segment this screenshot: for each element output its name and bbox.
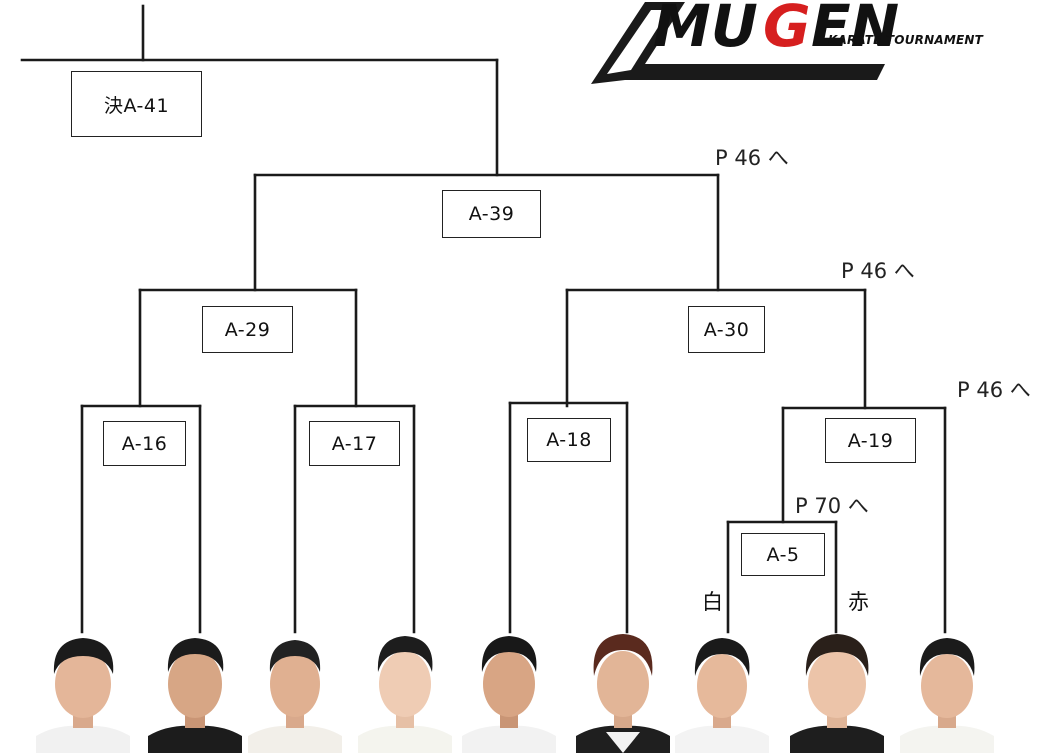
competitor-photo-3 bbox=[248, 640, 342, 753]
competitor-photo-1 bbox=[36, 638, 130, 753]
match-box-a30: A-30 bbox=[688, 306, 765, 353]
match-box-a5: A-5 bbox=[741, 533, 825, 576]
match-box-a39: A-39 bbox=[442, 190, 541, 238]
match-box-a17: A-17 bbox=[309, 421, 400, 466]
match-box-a29: A-29 bbox=[202, 306, 293, 353]
competitor-photo-2 bbox=[148, 638, 242, 753]
competitor-photo-9 bbox=[900, 638, 994, 753]
mugen-logo: MU G EN KARATE TOURNAMENT bbox=[585, 0, 1005, 88]
competitor-photo-5 bbox=[462, 636, 556, 753]
competitor-photo-6 bbox=[576, 634, 670, 753]
corner-label-white: 白 bbox=[702, 590, 723, 614]
competitor-photo-7 bbox=[675, 638, 769, 753]
competitor-photo-4 bbox=[358, 636, 452, 753]
mugen-logo-mark: MU G EN bbox=[591, 0, 899, 84]
match-box-a41: 決A-41 bbox=[71, 71, 202, 137]
ref-note-p70-a5: P 70 へ bbox=[795, 494, 869, 518]
logo-letter-en: EN bbox=[811, 0, 899, 60]
match-box-a18: A-18 bbox=[527, 418, 611, 462]
logo-letter-mu: MU bbox=[653, 0, 758, 60]
competitor-photo-8 bbox=[790, 634, 884, 753]
corner-label-red: 赤 bbox=[848, 590, 869, 614]
logo-letter-g: G bbox=[763, 0, 811, 60]
match-box-a16: A-16 bbox=[103, 421, 186, 466]
logo-subtitle: KARATE TOURNAMENT bbox=[828, 33, 983, 47]
ref-note-p46-a19: P 46 へ bbox=[957, 378, 1031, 402]
ref-note-p46-a30: P 46 へ bbox=[841, 259, 915, 283]
match-box-a19: A-19 bbox=[825, 418, 916, 463]
ref-note-p46-a39: P 46 へ bbox=[715, 146, 789, 170]
